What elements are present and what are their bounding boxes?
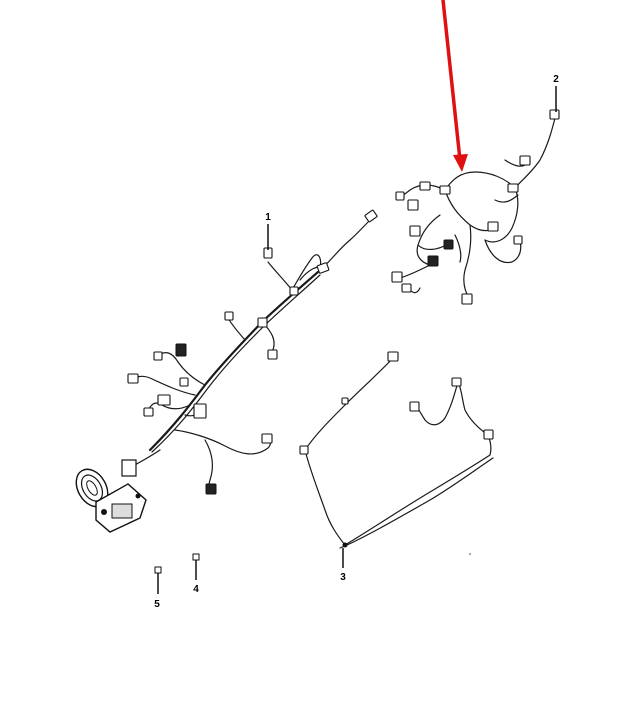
part-4 <box>192 553 200 580</box>
callout-3: 3 <box>340 572 346 583</box>
harness-1 <box>75 209 378 533</box>
callout-2: 2 <box>553 74 559 85</box>
callout-5: 5 <box>154 599 160 610</box>
callout-4: 4 <box>193 584 199 595</box>
highlight-arrow <box>441 0 468 172</box>
junction-block <box>75 459 147 533</box>
callout-1: 1 <box>265 212 271 223</box>
harness-3 <box>299 351 494 549</box>
harness-2 <box>391 109 560 305</box>
part-5 <box>154 566 162 594</box>
